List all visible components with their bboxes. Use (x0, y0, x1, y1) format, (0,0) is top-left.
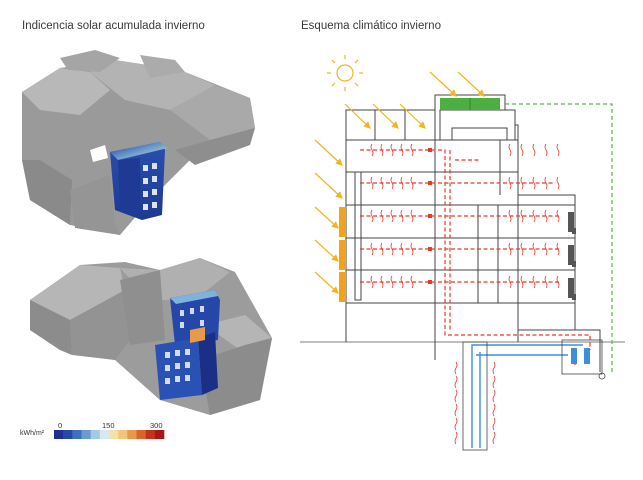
heat-wave-mark (508, 209, 512, 223)
heat-wave-mark (532, 209, 536, 223)
heat-wave-mark (370, 242, 374, 256)
heat-wave-mark (380, 143, 384, 157)
ground-heat-mark (454, 361, 458, 375)
ground-heat-mark (492, 431, 496, 445)
heat-wave-mark (532, 275, 536, 289)
left-panel-title: Indicencia solar acumulada invierno (22, 20, 205, 32)
right-panel-title: Esquema climático invierno (301, 20, 441, 32)
ventilation-duct (505, 103, 613, 372)
heat-wave-mark (520, 209, 524, 223)
heat-wave-mark (508, 176, 512, 190)
heat-wave-mark (400, 275, 404, 289)
heat-wave-mark (532, 143, 536, 157)
heat-wave-mark (520, 275, 524, 289)
heat-wave-mark (544, 176, 548, 190)
ground-heat-mark (454, 389, 458, 403)
heat-wave-mark (410, 209, 414, 223)
legend-swatch (127, 430, 137, 439)
heat-wave-mark (400, 242, 404, 256)
solar-model-bottom (30, 258, 272, 415)
heat-wave-mark (508, 275, 512, 289)
legend-swatch (109, 430, 119, 439)
legend-tick-max: 300 (150, 421, 163, 430)
ground-heat-mark (454, 417, 458, 431)
heat-wave-mark (410, 242, 414, 256)
geothermal-pipe (471, 344, 583, 448)
heat-wave-mark (556, 143, 560, 157)
ground-heat-mark (492, 403, 496, 417)
heat-wave-mark (370, 275, 374, 289)
heat-wave-mark (544, 143, 548, 157)
heat-wave-mark (380, 176, 384, 190)
heat-wave-mark (390, 242, 394, 256)
legend-tick-min: 0 (58, 421, 63, 430)
heat-wave-mark (520, 242, 524, 256)
solar-rays (314, 71, 485, 294)
radiator-marker (428, 214, 432, 218)
heat-wave-mark (544, 275, 548, 289)
heat-wave-mark (532, 176, 536, 190)
heat-wave-mark (380, 242, 384, 256)
solar-facade-panels (339, 207, 346, 302)
ground-heat-mark (454, 403, 458, 417)
legend-swatch (81, 430, 91, 439)
sun-icon (327, 55, 363, 91)
legend-color-scale (54, 430, 165, 439)
heat-wave-mark (400, 176, 404, 190)
heat-wave-mark (556, 242, 560, 256)
heat-wave-mark (380, 209, 384, 223)
ground-heat-mark (492, 361, 496, 375)
legend-swatch (99, 430, 110, 439)
heat-wave-mark (370, 143, 374, 157)
heat-wave-mark (520, 143, 524, 157)
legend-unit: kWh/m² (20, 430, 45, 437)
heat-wave-mark (508, 242, 512, 256)
ground-heat-mark (492, 389, 496, 403)
climate-section (300, 55, 625, 451)
solar-model-top (22, 50, 255, 235)
legend-swatch (72, 430, 82, 439)
heat-wave-mark (380, 275, 384, 289)
heat-wave-mark (556, 176, 560, 190)
radiator-marker (428, 280, 432, 284)
heat-wave-mark (400, 209, 404, 223)
ground-heat-mark (492, 417, 496, 431)
ground-heat-mark (454, 431, 458, 445)
heat-wave-mark (370, 176, 374, 190)
heat-wave-mark (400, 143, 404, 157)
radiator-marker (428, 247, 432, 251)
heat-wave-mark (532, 242, 536, 256)
heat-wave-mark (556, 275, 560, 289)
ground-heat-mark (492, 375, 496, 389)
legend-swatch (154, 430, 165, 439)
legend-swatch (145, 430, 156, 439)
heat-wave-mark (544, 242, 548, 256)
legend-swatch (54, 430, 64, 439)
heat-wave-mark (410, 143, 414, 157)
heat-wave-mark (410, 275, 414, 289)
radiator-marker (428, 148, 432, 152)
heat-wave-mark (556, 209, 560, 223)
heat-wave-mark (390, 209, 394, 223)
heat-wave-mark (390, 143, 394, 157)
radiator-marker (428, 181, 432, 185)
legend-tick-mid: 150 (102, 421, 115, 430)
heat-wave-mark (370, 209, 374, 223)
heat-wave-mark (508, 143, 512, 157)
heat-distribution (360, 149, 591, 365)
heat-wave-mark (410, 176, 414, 190)
legend-swatch (90, 430, 101, 439)
legend-swatch (136, 430, 146, 439)
heat-wave-mark (544, 209, 548, 223)
heat-wave-mark (520, 176, 524, 190)
legend-swatch (118, 430, 128, 439)
heat-wave-mark (390, 176, 394, 190)
legend-swatch (63, 430, 73, 439)
ground-heat-mark (454, 375, 458, 389)
heat-wave-mark (390, 275, 394, 289)
